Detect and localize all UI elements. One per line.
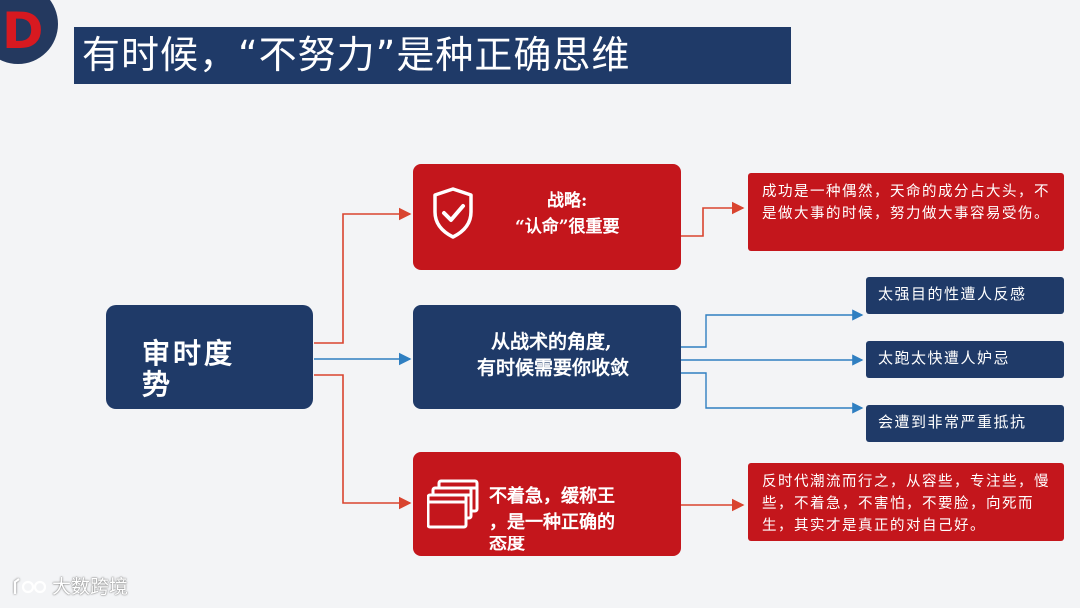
note-against-trend: 反时代潮流而行之，从容些，专注些，慢些，不着急，不害怕，不要脸，向死而生，其实才… xyxy=(748,463,1064,541)
note-resistance: 会遭到非常严重抵抗 xyxy=(866,405,1064,442)
watermark-logo-icon xyxy=(13,578,47,594)
patience-node: 不着急，缓称王 ，是一种正确的 态度 xyxy=(413,452,681,556)
central-node-label: 审时度 势 xyxy=(142,338,262,400)
patience-node-line2: ，是一种正确的 xyxy=(489,512,615,533)
connector-tactics-resentment xyxy=(681,309,864,348)
strategy-node-line2: “认命”很重要 xyxy=(515,217,620,237)
connector-main-strategy xyxy=(314,207,412,344)
central-node-line2: 势 xyxy=(142,368,174,401)
shield-check-icon xyxy=(433,187,473,239)
note-resentment: 太强目的性遭人反感 xyxy=(866,277,1064,314)
tactics-node-label: 从战术的角度, 有时候需要你收敛 xyxy=(477,329,629,381)
tactics-node: 从战术的角度, 有时候需要你收敛 xyxy=(413,305,681,409)
note-fate: 成功是一种偶然，天命的成分占大头，不是做大事的时候，努力做大事容易受伤。 xyxy=(748,173,1064,251)
page-title: 有时候，“不努力”是种正确思维 xyxy=(74,27,791,84)
browser-windows-icon xyxy=(427,479,479,529)
connector-tactics-resistance xyxy=(681,372,864,414)
corner-badge-letter: D xyxy=(2,2,44,60)
watermark: 大数跨境 xyxy=(12,573,128,601)
patience-node-label: 不着急，缓称王 ，是一种正确的 态度 xyxy=(489,484,615,552)
connector-main-patience xyxy=(314,374,412,510)
note-envy: 太跑太快遭人妒忌 xyxy=(866,341,1064,378)
tactics-node-line1: 从战术的角度, xyxy=(491,331,612,353)
strategy-node-line1: 战略: xyxy=(547,191,588,211)
central-node-line1: 审时度 xyxy=(142,337,236,370)
tactics-node-line2: 有时候需要你收敛 xyxy=(477,357,630,379)
central-node xyxy=(106,305,313,409)
watermark-text: 大数跨境 xyxy=(52,576,129,598)
patience-node-line1: 不着急，缓称王 xyxy=(489,486,615,507)
strategy-node-label: 战略: “认命”很重要 xyxy=(515,188,620,240)
connector-strategy-note xyxy=(681,201,745,237)
patience-node-line3: 态度 xyxy=(489,536,525,552)
strategy-node: 战略: “认命”很重要 xyxy=(413,164,681,270)
